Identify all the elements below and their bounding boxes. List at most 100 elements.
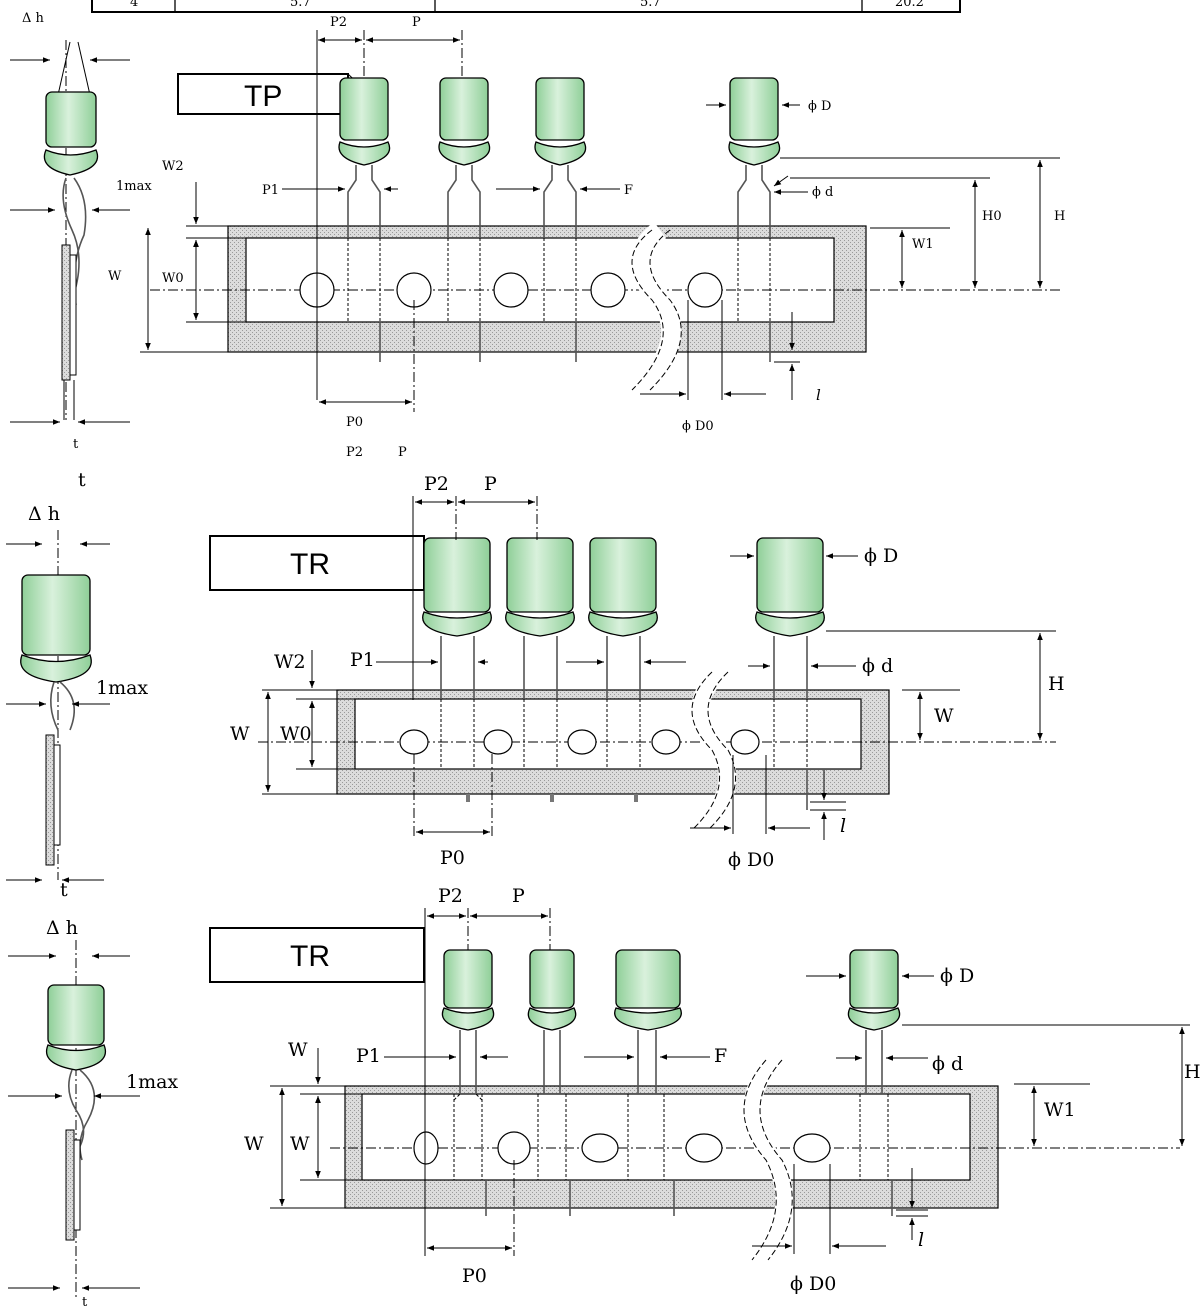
w2-label: W2	[162, 159, 184, 174]
p-top-label: P	[398, 445, 407, 460]
p2-label: P2	[438, 885, 463, 907]
p-label: P	[512, 885, 525, 907]
w1-label: W	[934, 705, 954, 727]
capacitor	[847, 949, 901, 1180]
dimensions-tr-1: P2 P P1 ϕ D ϕ d H W W2	[230, 473, 1065, 871]
capacitor-side-view	[21, 574, 91, 656]
w1-label: W1	[912, 237, 934, 252]
carrier-tape-tp	[150, 222, 1060, 398]
feed-hole	[687, 272, 723, 308]
diagram-tr-1: P2 P t Δ h 1max t TR	[6, 445, 1065, 901]
type-label-tr-2: TR	[290, 940, 330, 973]
p0-label: P0	[462, 1265, 487, 1287]
p2-label: P2	[330, 15, 347, 30]
phi-d-label: ϕ d	[932, 1053, 963, 1075]
header-cell-3: 5.7	[640, 0, 661, 10]
delta-h-label: Δ h	[22, 11, 45, 26]
capacitor	[505, 537, 575, 699]
phi-D0-label: ϕ D0	[728, 849, 774, 871]
side-view-tp: Δ h 1max t	[10, 11, 152, 452]
w1-label: W1	[1044, 1099, 1076, 1121]
w-label: W	[244, 1133, 264, 1155]
type-box-tp	[177, 73, 349, 115]
capacitors-tr-1	[422, 537, 825, 810]
one-max-label: 1max	[126, 1071, 178, 1093]
phi-D0-label: ϕ D0	[790, 1273, 836, 1295]
h0-label: H0	[982, 209, 1002, 224]
capacitors-tp	[338, 77, 781, 362]
w-label: W	[108, 269, 122, 284]
header-table-row: 4 5.7 5.7 20.2	[91, 0, 961, 13]
w2-label: W	[288, 1039, 308, 1061]
t-label: t	[82, 1295, 88, 1307]
h-label: H	[1054, 209, 1065, 224]
capacitor	[527, 949, 577, 1180]
w0-label: W0	[280, 723, 312, 745]
capacitor	[338, 77, 391, 238]
phi-D-label: ϕ D	[940, 965, 974, 987]
capacitor-side-view	[47, 984, 105, 1046]
capacitor	[588, 537, 658, 699]
type-label-tp: TP	[244, 80, 282, 113]
capacitor	[441, 949, 495, 1180]
phi-d-label: ϕ d	[862, 655, 893, 677]
delta-h-label: Δ h	[28, 503, 60, 525]
phi-D0-label: ϕ D0	[682, 419, 714, 434]
p-label: P	[484, 473, 497, 495]
l-label: l	[816, 386, 821, 404]
dimensions-tr-2: P2 P P1 F ϕ D ϕ d H W1 W	[244, 885, 1201, 1295]
header-cell-2: 5.7	[290, 0, 311, 10]
w-label: W	[230, 723, 250, 745]
feed-hole	[567, 729, 597, 755]
w0-label: W	[290, 1133, 310, 1155]
p0-label: P0	[440, 847, 465, 869]
feed-hole	[685, 1133, 723, 1163]
t-label: t	[60, 879, 68, 901]
feed-hole	[493, 272, 529, 308]
p1-label: P1	[356, 1045, 381, 1067]
type-box-tr-1	[209, 535, 425, 591]
f-label: F	[624, 183, 633, 198]
t-top-label: t	[78, 469, 86, 491]
p2-top-label: P2	[346, 445, 363, 460]
p1-label: P1	[262, 183, 279, 198]
delta-h-label: Δ h	[46, 917, 78, 939]
type-label-tr-1: TR	[290, 548, 330, 581]
side-view-tr-2: Δ h 1max t	[8, 917, 178, 1307]
t-label: t	[73, 437, 79, 452]
header-cell-1: 4	[130, 0, 138, 10]
one-max-label: 1max	[116, 179, 152, 194]
capacitor	[728, 77, 781, 238]
feed-hole	[497, 1131, 531, 1165]
l-label: l	[918, 1229, 924, 1251]
feed-hole	[730, 729, 760, 755]
l-label: l	[840, 815, 846, 837]
capacitor-side-view	[45, 91, 97, 148]
phi-d-label: ϕ d	[812, 185, 833, 200]
h-label: H	[1048, 673, 1065, 695]
capacitor	[755, 537, 825, 699]
capacitor	[422, 537, 492, 699]
feed-hole	[483, 729, 513, 755]
type-box-tr-2	[209, 927, 425, 983]
header-cell-4: 20.2	[895, 0, 924, 10]
carrier-tape-tr-2	[330, 1054, 1180, 1266]
dimensions-tp: P2 P P1 F ϕ D ϕ d H0 H W1 W2	[108, 15, 1065, 434]
feed-hole	[413, 1131, 439, 1165]
diagram-tr-2: Δ h 1max t TR	[8, 885, 1201, 1307]
w2-label: W2	[274, 651, 306, 673]
feed-hole	[651, 729, 681, 755]
diagram-tp: Δ h 1max t TP	[10, 11, 1065, 452]
h-label: H	[1184, 1061, 1201, 1083]
feed-hole	[793, 1133, 831, 1163]
w0-label: W0	[162, 271, 184, 286]
p1-label: P1	[350, 649, 375, 671]
capacitor	[534, 77, 587, 238]
side-view-tr-1: Δ h 1max t	[6, 503, 148, 901]
phi-D-label: ϕ D	[808, 99, 831, 114]
feed-hole	[399, 729, 429, 755]
f-label: F	[714, 1045, 727, 1067]
feed-hole	[581, 1133, 619, 1163]
p2-label: P2	[424, 473, 449, 495]
